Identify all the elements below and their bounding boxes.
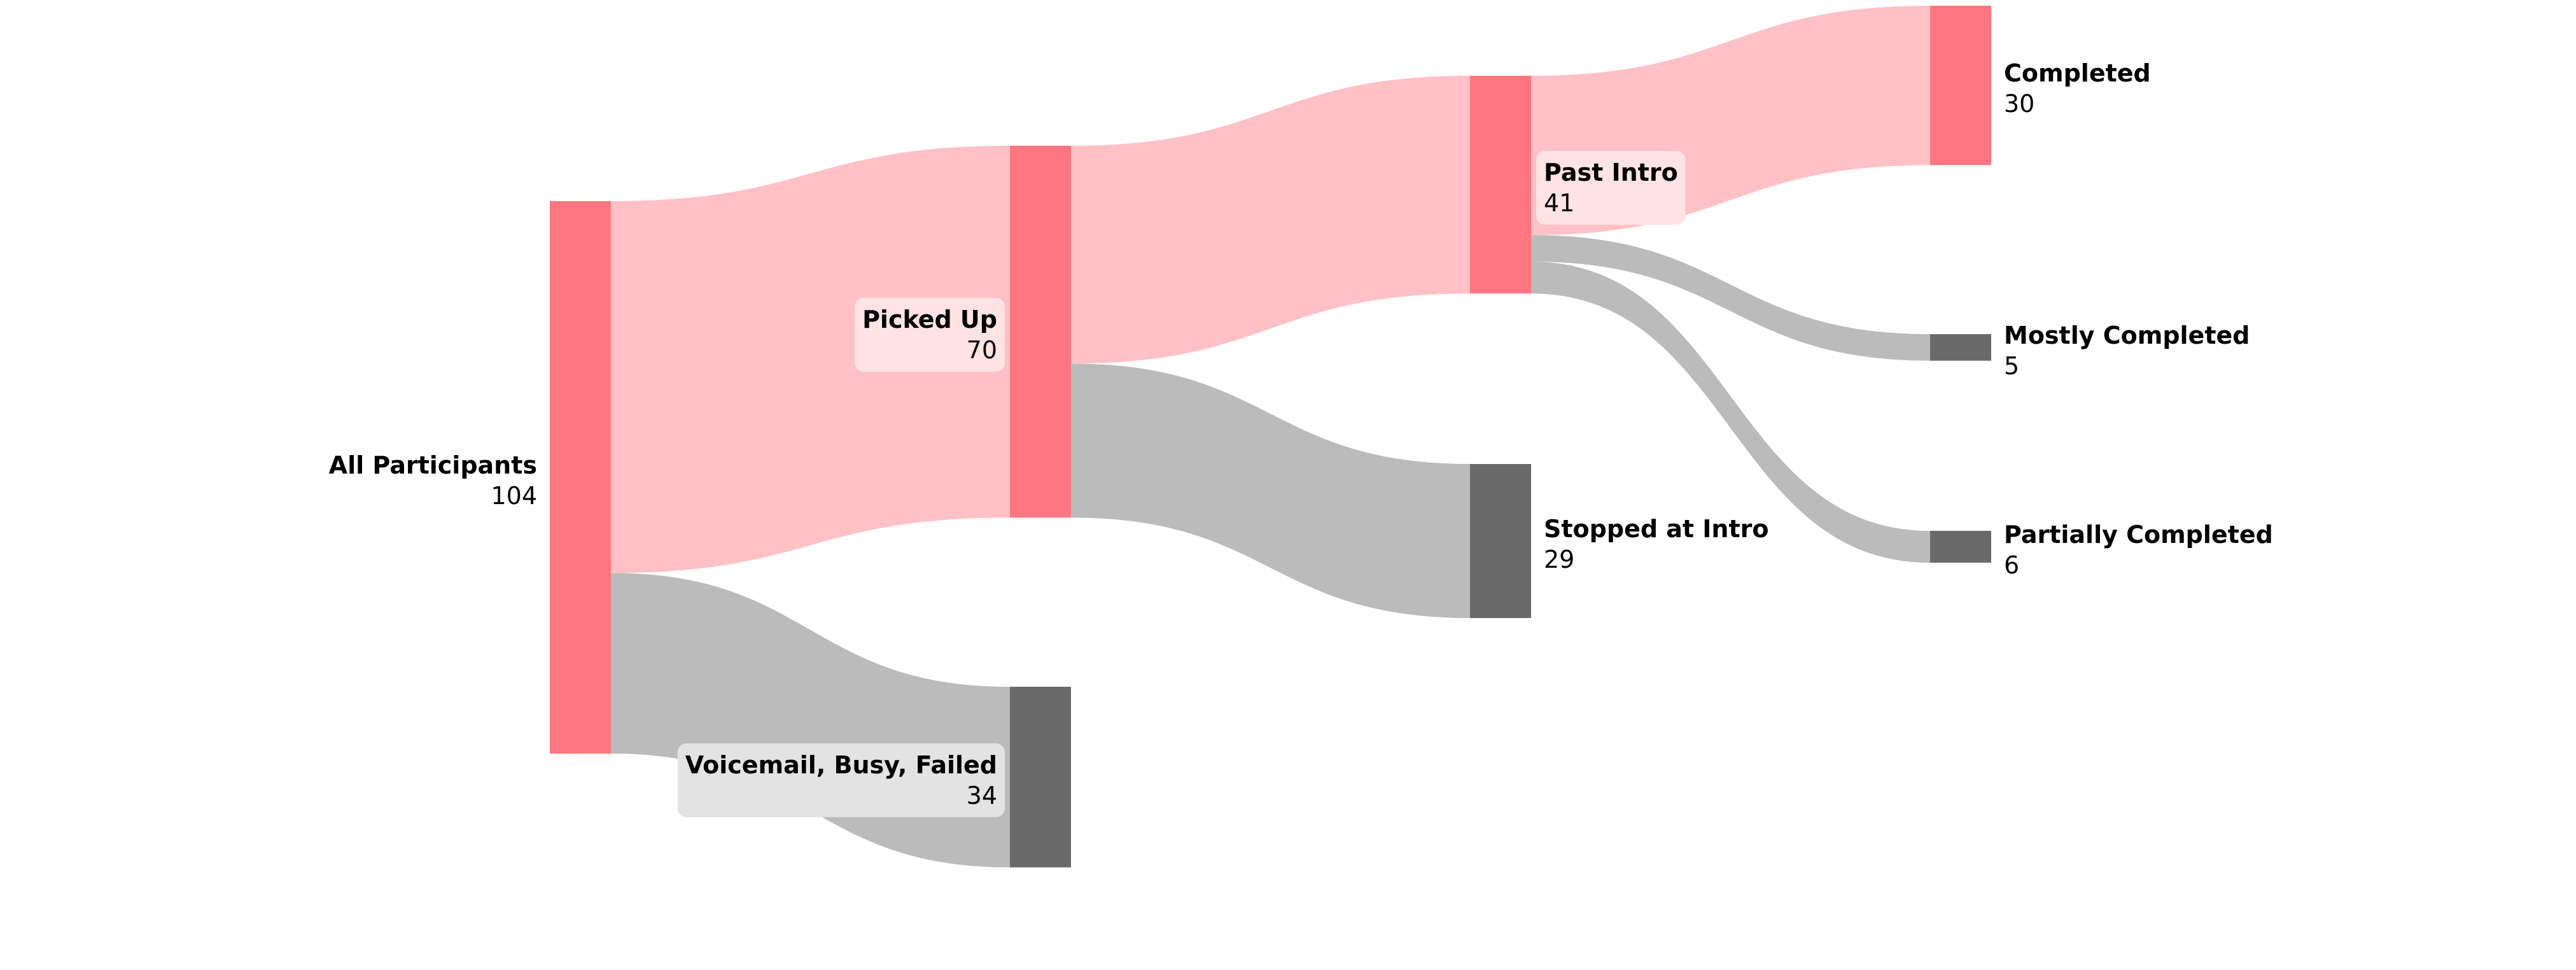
label-mostly-completed: Mostly Completed 5 [2004, 321, 2250, 380]
link-past-to-mostly [1531, 235, 1930, 361]
node-name: Voicemail, Busy, Failed [685, 751, 997, 779]
label-background [855, 298, 1005, 372]
link-picked-to-stopped [1071, 363, 1470, 619]
link-past-to-partially [1531, 262, 1930, 563]
node-value: 29 [1544, 545, 1574, 573]
node-name: Picked Up [862, 306, 997, 334]
link-picked-to-past [1071, 76, 1470, 364]
label-all-participants: All Participants 104 [329, 451, 537, 510]
node-value: 70 [967, 336, 997, 364]
label-completed: Completed 30 [2004, 59, 2151, 118]
labels-layer: All Participants 104 Picked Up70Voicemail,… [329, 59, 2273, 817]
node-stopped-at-intro [1470, 464, 1531, 619]
node-name: Mostly Completed [2004, 321, 2250, 349]
label-voicemail-busy-failed: Voicemail, Busy, Failed 34 [677, 743, 1005, 817]
label-past-intro: Past Intro 41 [1536, 151, 1686, 225]
node-value: 5 [2004, 352, 2019, 380]
links-layer [611, 6, 1930, 868]
node-name: Completed [2004, 59, 2151, 87]
node-value: 6 [2004, 551, 2019, 579]
link-all-to-voicemail [611, 573, 1010, 868]
node-completed [1930, 6, 1991, 165]
link-all-to-picked [611, 146, 1010, 573]
label-background [1536, 151, 1686, 225]
node-voicemail-busy-failed [1010, 687, 1071, 868]
node-value: 41 [1544, 189, 1574, 217]
node-name: Past Intro [1544, 158, 1678, 186]
node-value: 104 [491, 482, 537, 510]
node-partially-completed [1930, 531, 1991, 563]
node-name: All Participants [329, 451, 537, 479]
node-name: Stopped at Intro [1544, 515, 1769, 543]
label-background [677, 743, 1005, 817]
node-name: Partially Completed [2004, 521, 2273, 549]
nodes-layer [550, 6, 1991, 868]
node-past-intro [1470, 76, 1531, 294]
node-picked-up [1010, 146, 1071, 518]
node-value: 30 [2004, 90, 2034, 118]
node-value: 34 [967, 782, 997, 810]
node-mostly-completed [1930, 334, 1991, 361]
node-all-participants [550, 201, 611, 754]
